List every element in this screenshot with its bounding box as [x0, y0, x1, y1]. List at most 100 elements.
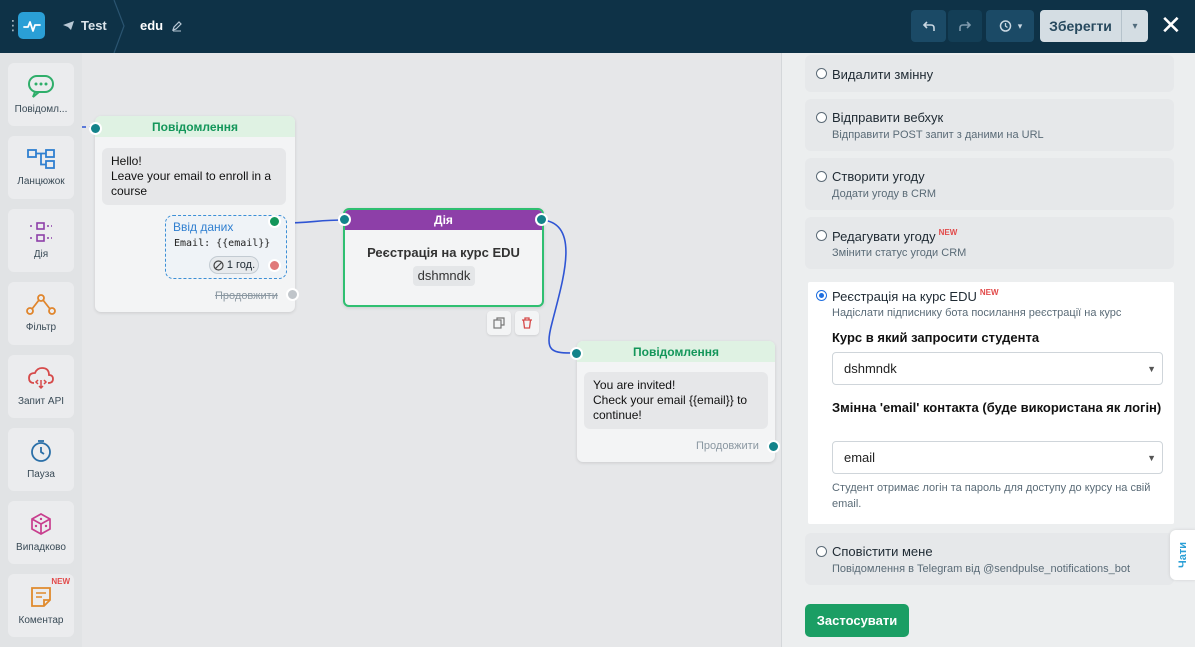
input-title: Ввід даних: [173, 220, 234, 234]
input-port[interactable]: [338, 213, 351, 226]
continue-label: Продовжити: [215, 290, 278, 302]
flow-canvas[interactable]: Повідомлення Hello! Leave your email to …: [82, 53, 781, 647]
breadcrumb-bot-label: Test: [81, 18, 107, 33]
sidebar-item-pause[interactable]: Пауза: [8, 428, 74, 491]
radio-button[interactable]: [816, 68, 827, 79]
new-badge: NEW: [979, 288, 999, 297]
history-icon: [999, 20, 1011, 32]
message-node-2[interactable]: Повідомлення You are invited! Check your…: [577, 341, 775, 462]
option-description: Додати угоду в CRM: [832, 188, 937, 200]
option-send-webhook[interactable]: Відправити вебхук Відправити POST запит …: [805, 99, 1174, 151]
option-title: Видалити змінну: [832, 67, 934, 82]
output-port[interactable]: [535, 213, 548, 226]
save-button-group: Зберегти ▾: [1040, 10, 1148, 42]
timeout-badge: 1 год.: [209, 256, 259, 274]
new-badge: NEW: [51, 577, 70, 586]
chats-tab[interactable]: Чати: [1170, 530, 1195, 580]
option-description: Змінити статус угоди CRM: [832, 247, 967, 259]
radio-button[interactable]: [816, 546, 827, 557]
close-icon[interactable]: ✕: [1160, 10, 1182, 40]
node-header: Дія: [345, 210, 542, 230]
redo-icon: [959, 21, 972, 31]
menu-dots-icon[interactable]: ⋮: [6, 17, 20, 33]
pulse-icon: [22, 20, 41, 32]
radio-button[interactable]: [816, 112, 827, 123]
email-variable-select[interactable]: email ▼: [832, 441, 1163, 474]
action-icon: [30, 222, 52, 242]
option-title: Створити угоду: [832, 169, 925, 184]
timeout-label: 1 год.: [226, 259, 256, 271]
course-tag: dshmndk: [413, 266, 475, 286]
field-hint: Студент отримає логін та пароль для дост…: [832, 482, 1151, 510]
option-description: Повідомлення в Telegram від @sendpulse_n…: [832, 563, 1130, 575]
action-title: Реєстрація на курс EDU: [367, 245, 520, 260]
option-title-text: Реєстрація на курс EDU: [832, 289, 977, 304]
option-title: Сповістити мене: [832, 544, 933, 559]
input-port[interactable]: [570, 347, 583, 360]
sidebar-item-random[interactable]: Випадково: [8, 501, 74, 564]
sidebar-item-label: Запит API: [17, 396, 65, 407]
continue-port[interactable]: [286, 288, 299, 301]
option-create-deal[interactable]: Створити угоду Додати угоду в CRM: [805, 158, 1174, 210]
copy-node-button[interactable]: [487, 311, 511, 335]
sidebar-item-filter[interactable]: Фільтр: [8, 282, 74, 345]
breadcrumb-flow: edu: [140, 18, 183, 33]
input-output-port[interactable]: [268, 215, 281, 228]
sidebar-item-label: Випадково: [16, 542, 66, 553]
sidebar-item-comment[interactable]: NEW Коментар: [8, 574, 74, 637]
flow-name: edu: [140, 18, 164, 33]
no-entry-icon: [213, 259, 224, 271]
chevron-down-icon: ▾: [1017, 20, 1023, 31]
apply-button[interactable]: Застосувати: [805, 604, 909, 637]
radio-button[interactable]: [816, 171, 827, 182]
continue-label: Продовжити: [696, 440, 759, 452]
app-logo[interactable]: [18, 12, 45, 39]
telegram-icon: [63, 21, 74, 30]
sidebar-item-message[interactable]: Повідомл...: [8, 63, 74, 126]
option-title: Відправити вебхук: [832, 110, 944, 125]
sidebar-item-label: Коментар: [18, 615, 64, 626]
continue-port[interactable]: [767, 440, 780, 453]
message-node-1[interactable]: Повідомлення Hello! Leave your email to …: [95, 116, 295, 312]
email-field-label: Змінна 'email' контакта (буде використан…: [832, 400, 1162, 415]
sidebar-item-action[interactable]: Дія: [8, 209, 74, 272]
option-notify-me[interactable]: Сповістити мене Повідомлення в Telegram …: [805, 533, 1174, 585]
input-port[interactable]: [89, 122, 102, 135]
new-badge: NEW: [938, 228, 958, 237]
timeout-port[interactable]: [268, 259, 281, 272]
edit-pencil-icon[interactable]: [171, 20, 183, 32]
sidebar-item-label: Фільтр: [25, 322, 57, 333]
chevron-down-icon: ▼: [1147, 453, 1156, 463]
save-dropdown-button[interactable]: ▾: [1122, 10, 1148, 42]
redo-button[interactable]: [948, 10, 982, 42]
sidebar-item-chain[interactable]: Ланцюжок: [8, 136, 74, 199]
history-button[interactable]: ▾: [986, 10, 1034, 42]
cloud-api-icon: [28, 367, 54, 390]
message-bubble: Hello! Leave your email to enroll in a c…: [102, 148, 286, 205]
input-data-block[interactable]: Ввід даних Email: {{email}} 1 год.: [165, 215, 287, 279]
save-button[interactable]: Зберегти: [1040, 10, 1122, 42]
action-node[interactable]: Дія Реєстрація на курс EDU dshmndk: [343, 208, 544, 307]
sidebar-item-label: Повідомл...: [14, 104, 68, 115]
comment-icon: [31, 587, 51, 607]
course-select[interactable]: dshmndk ▼: [832, 352, 1163, 385]
radio-button-selected[interactable]: [816, 290, 827, 301]
option-title-text: Редагувати угоду: [832, 229, 936, 244]
option-delete-variable[interactable]: Видалити змінну: [805, 55, 1174, 92]
undo-button[interactable]: [911, 10, 946, 42]
sidebar-item-api[interactable]: Запит API: [8, 355, 74, 418]
filter-icon: [26, 294, 56, 315]
option-description: Відправити POST запит з даними на URL: [832, 129, 1044, 141]
chevron-down-icon: ▼: [1147, 364, 1156, 374]
delete-node-button[interactable]: [515, 311, 539, 335]
email-select-value: email: [844, 450, 876, 465]
clock-icon: [31, 440, 51, 462]
breadcrumb-separator: [113, 0, 125, 53]
radio-button[interactable]: [816, 230, 827, 241]
breadcrumb-bot[interactable]: Test: [62, 18, 107, 33]
node-header: Повідомлення: [95, 116, 295, 137]
undo-icon: [922, 21, 935, 31]
